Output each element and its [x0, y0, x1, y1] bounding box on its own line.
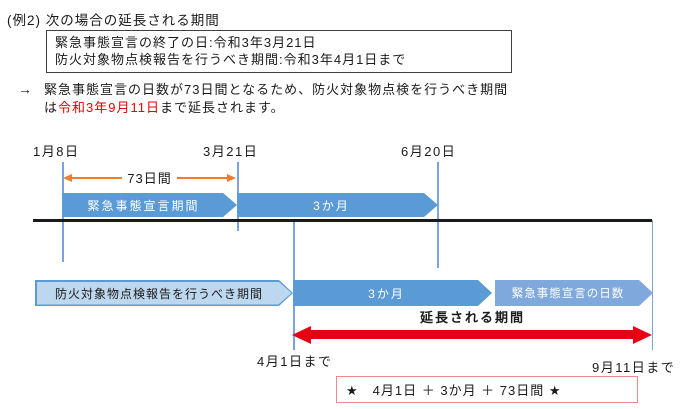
guide-line-jun20	[437, 162, 439, 268]
right-arrow-glyph: →	[18, 81, 32, 97]
conclusion-note: → 緊急事態宣言の日数が73日間となるため、防火対象物点検を行うべき期間 は令和…	[18, 81, 678, 116]
period-bar-3months-top: 3か月	[237, 193, 438, 217]
period-bar-emergency-declaration: 緊急事態宣言期間	[62, 193, 237, 217]
period-bar-report-period: 防火対象物点検報告を行うべき期間	[35, 280, 293, 306]
extension-period-label: 延長される期間	[419, 310, 525, 325]
period-bar-fill: 防火対象物点検報告を行うべき期間	[37, 282, 292, 305]
conclusion-line2-suffix: まで延長されます。	[159, 99, 285, 115]
page-title: (例2) 次の場合の延長される期間	[7, 13, 220, 28]
measure-arrowhead-left-icon	[63, 174, 72, 182]
formula-text: ★ 4月1日 ＋ 3か月 ＋ 73日間 ★	[346, 383, 562, 398]
date-label-sep11: 9月11日まで	[592, 360, 676, 375]
period-bar-emergency-days: 緊急事態宣言の日数	[495, 280, 653, 306]
measure-line-left	[72, 177, 123, 179]
extension-arrowhead-right-icon	[633, 325, 652, 344]
period-bar-label: 緊急事態宣言期間	[87, 198, 200, 213]
date-label-apr1: 4月1日まで	[257, 354, 333, 369]
extension-period-arrow	[292, 325, 652, 344]
measure-line-right	[176, 177, 227, 179]
period-bar-label: 緊急事態宣言の日数	[511, 288, 625, 300]
conclusion-text: 緊急事態宣言の日数が73日間となるため、防火対象物点検を行うべき期間 は令和3年…	[44, 81, 508, 116]
extended-date-highlight: 令和3年9月11日	[58, 99, 160, 115]
measure-arrowhead-right-icon	[227, 174, 236, 182]
duration-measure-arrow: 73日間	[63, 169, 236, 187]
condition-line-end-date: 緊急事態宣言の終了の日:令和3年3月21日	[55, 35, 317, 50]
date-label-jun20: 6月20日	[401, 144, 457, 159]
conclusion-line2-prefix: は	[44, 99, 59, 115]
period-bar-label: 3か月	[368, 286, 405, 301]
period-bar-3months-bottom: 3か月	[293, 280, 492, 306]
formula-box: ★ 4月1日 ＋ 3か月 ＋ 73日間 ★	[336, 376, 638, 403]
date-label-jan8: 1月8日	[33, 144, 80, 159]
duration-label: 73日間	[127, 170, 172, 186]
extension-arrow-shaft	[311, 330, 633, 339]
guide-line-sep11	[651, 220, 653, 350]
period-bar-label: 3か月	[313, 198, 350, 213]
timeline-axis	[33, 219, 652, 222]
period-bar-label: 防火対象物点検報告を行うべき期間	[54, 286, 263, 301]
date-label-mar21: 3月21日	[203, 144, 259, 159]
condition-box: 緊急事態宣言の終了の日:令和3年3月21日 防火対象物点検報告を行うべき期間:令…	[46, 30, 512, 73]
condition-line-report-period: 防火対象物点検報告を行うべき期間:令和3年4月1日まで	[55, 52, 407, 67]
extension-arrowhead-left-icon	[292, 325, 311, 344]
conclusion-line1: 緊急事態宣言の日数が73日間となるため、防火対象物点検を行うべき期間	[44, 82, 509, 97]
